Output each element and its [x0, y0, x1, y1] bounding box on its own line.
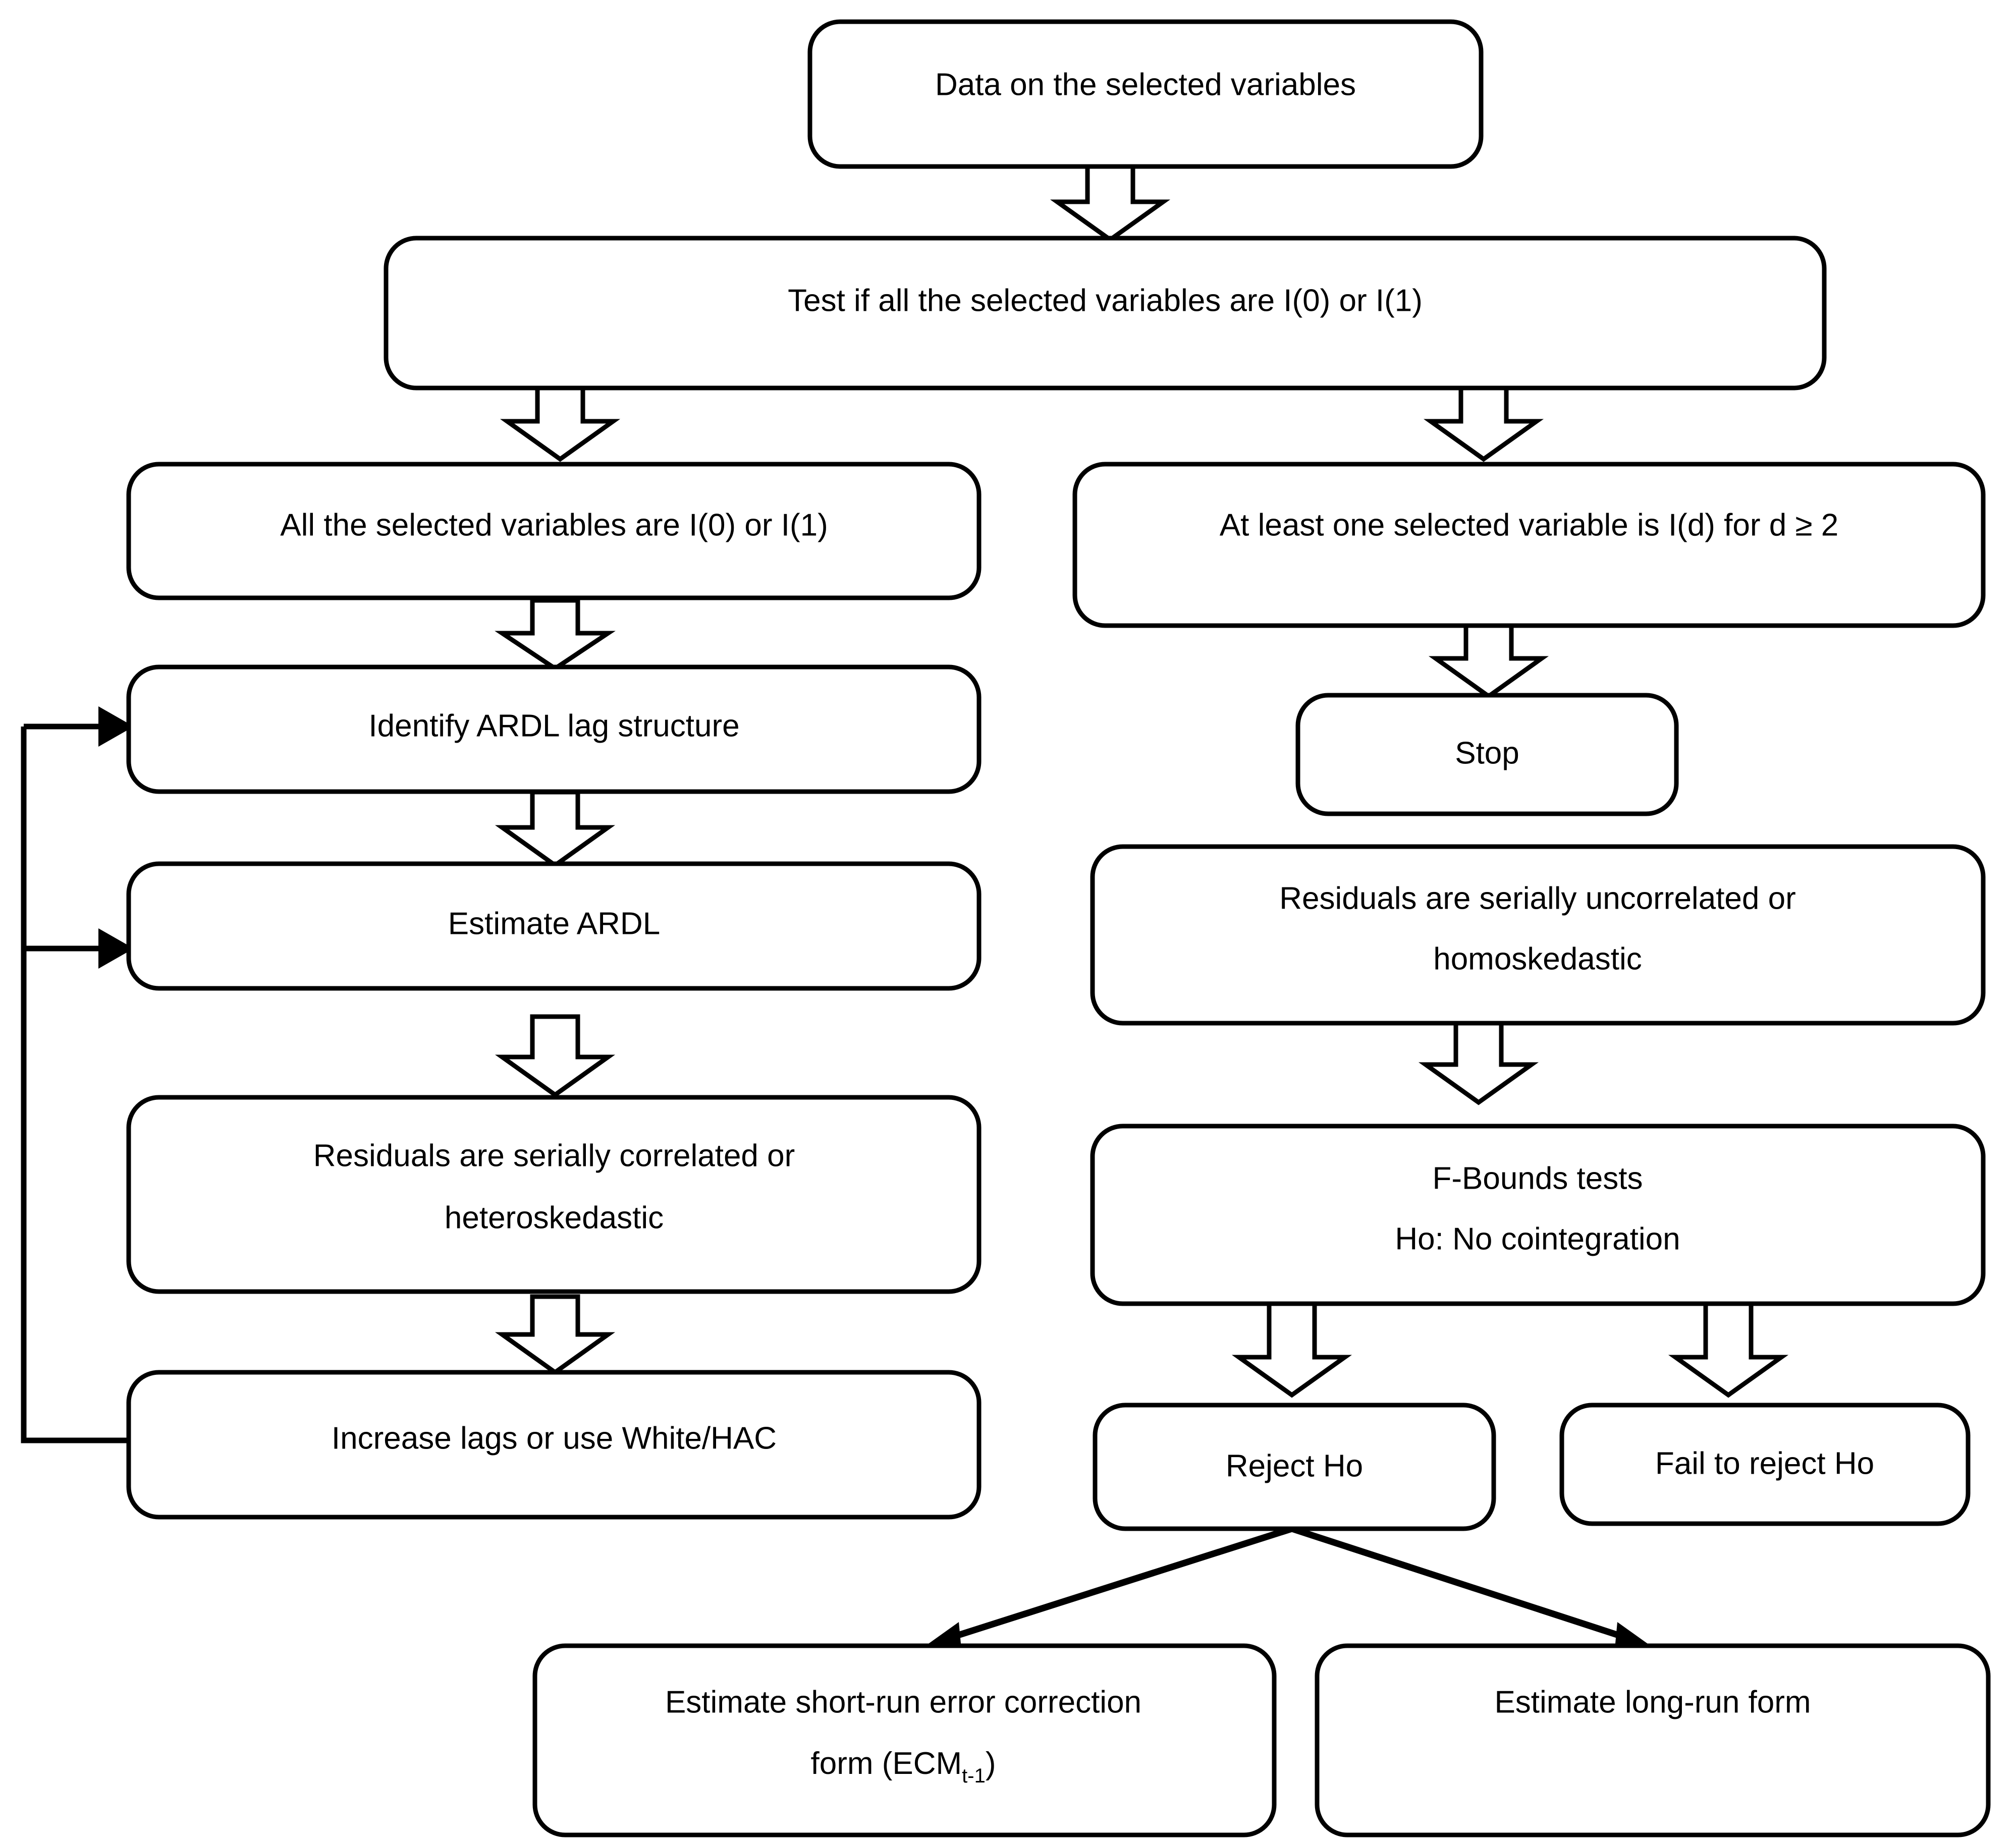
arrow-fbounds-to-fail-reject [1668, 1299, 1789, 1398]
node-identify-lag-label: Identify ARDL lag structure [368, 708, 739, 743]
arrow-test-to-left-branch [500, 381, 621, 462]
node-fbounds[interactable]: F-Bounds tests Ho: No cointegration [1090, 1124, 1986, 1306]
node-stop[interactable]: Stop [1295, 693, 1679, 816]
node-at-least-one-id-label: At least one selected variable is I(d) f… [1220, 508, 1838, 542]
node-estimate-ecm-subscript: t-1 [962, 1765, 986, 1787]
node-estimate-ecm-line2-post: ) [986, 1746, 996, 1781]
node-residuals-uncorrelated-line1: Residuals are serially uncorrelated or [1279, 881, 1795, 916]
node-estimate-ardl-label: Estimate ARDL [448, 906, 660, 941]
arrow-residuals-correlated-to-increase-lags [495, 1294, 616, 1375]
node-data-source-label: Data on the selected variables [935, 67, 1356, 102]
node-residuals-uncorrelated[interactable]: Residuals are serially uncorrelated or h… [1090, 844, 1986, 1026]
arrow-estimate-to-residuals-correlated [495, 1014, 616, 1098]
node-estimate-ecm[interactable]: Estimate short-run error correction form… [532, 1643, 1277, 1837]
node-reject-ho-label: Reject Ho [1226, 1448, 1363, 1483]
node-test-order-label: Test if all the selected variables are I… [788, 283, 1423, 318]
node-test-order[interactable]: Test if all the selected variables are I… [384, 236, 1827, 390]
arrow-left-branch-to-identify [495, 598, 616, 672]
node-estimate-ecm-line1: Estimate short-run error correction [665, 1685, 1141, 1719]
node-estimate-ardl[interactable]: Estimate ARDL [126, 861, 982, 991]
node-identify-lag[interactable]: Identify ARDL lag structure [126, 664, 982, 794]
node-all-i0-i1-label: All the selected variables are I(0) or I… [280, 508, 828, 542]
feedback-loop-connector [21, 706, 134, 1443]
node-data-source[interactable]: Data on the selected variables [807, 19, 1484, 169]
node-reject-ho[interactable]: Reject Ho [1093, 1403, 1496, 1531]
node-estimate-long-run[interactable]: Estimate long-run form [1315, 1643, 1991, 1837]
node-residuals-correlated-line2: heteroskedastic [445, 1200, 664, 1235]
node-residuals-correlated-line1: Residuals are serially correlated or [313, 1138, 795, 1173]
node-fail-reject-ho-label: Fail to reject Ho [1655, 1446, 1874, 1481]
node-stop-label: Stop [1455, 736, 1519, 770]
arrow-fbounds-to-reject [1231, 1299, 1352, 1398]
node-estimate-long-run-label: Estimate long-run form [1494, 1685, 1811, 1719]
node-fbounds-line2: Ho: No cointegration [1395, 1221, 1680, 1256]
arrow-reject-to-ecm [923, 1525, 1293, 1649]
arrow-residuals-uncorrelated-to-fbounds [1418, 1019, 1539, 1105]
node-at-least-one-id[interactable]: At least one selected variable is I(d) f… [1072, 462, 1986, 628]
node-estimate-ecm-line2-pre: form (ECM [811, 1746, 962, 1781]
node-residuals-uncorrelated-line2: homoskedastic [1433, 941, 1642, 976]
node-residuals-correlated[interactable]: Residuals are serially correlated or het… [126, 1095, 982, 1294]
arrow-identify-to-estimate [495, 790, 616, 868]
node-increase-lags-label: Increase lags or use White/HAC [332, 1421, 777, 1456]
node-fbounds-line1: F-Bounds tests [1433, 1161, 1643, 1196]
arrow-data-to-test [1050, 161, 1171, 243]
loop-arrowhead-identify [98, 706, 134, 747]
arrow-reject-to-long-run [1290, 1525, 1653, 1649]
node-all-i0-i1[interactable]: All the selected variables are I(0) or I… [126, 462, 982, 600]
loop-arrowhead-estimate [98, 928, 134, 969]
node-estimate-ecm-line2: form (ECMt-1) [811, 1746, 996, 1787]
node-fail-reject-ho[interactable]: Fail to reject Ho [1559, 1403, 1971, 1526]
arrow-test-to-right-branch [1423, 381, 1544, 462]
node-increase-lags[interactable]: Increase lags or use White/HAC [126, 1370, 982, 1520]
